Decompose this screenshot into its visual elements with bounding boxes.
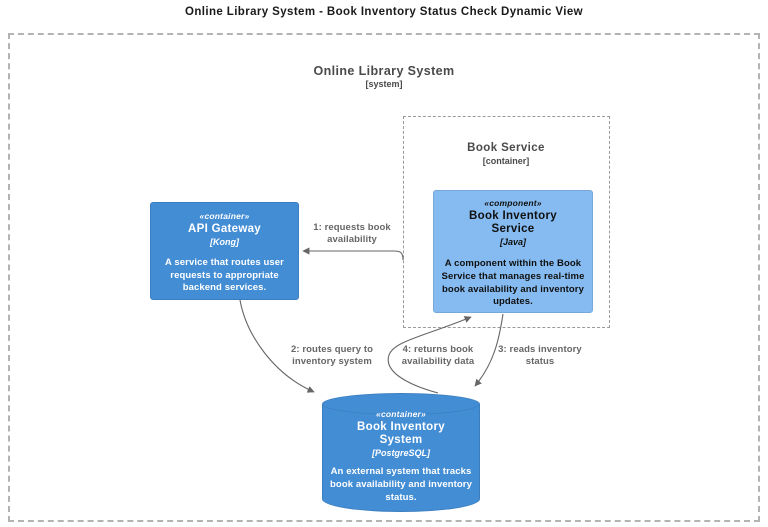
relationship-2-label: 2: routes query to inventory system	[290, 344, 374, 368]
book-inventory-service-name: Book Inventory Service	[469, 210, 557, 236]
api-gateway-technology: [Kong]	[210, 237, 239, 248]
book-inventory-system-content: «container» Book Inventory System [Postg…	[322, 409, 480, 504]
diagram-title: Online Library System - Book Inventory S…	[185, 6, 583, 18]
book-inventory-service-description: A component within the Book Service that…	[441, 258, 585, 308]
api-gateway-node: «container» API Gateway [Kong] A service…	[150, 202, 299, 300]
system-boundary-name: Online Library System	[313, 64, 455, 78]
api-gateway-name: API Gateway	[188, 223, 261, 235]
book-inventory-system-cylinder: «container» Book Inventory System [Postg…	[322, 393, 480, 512]
relationship-1-label: 1: requests book availability	[313, 222, 391, 246]
book-inventory-system-stereotype: «container»	[376, 409, 426, 419]
book-inventory-system-technology: [PostgreSQL]	[371, 448, 430, 459]
book-service-boundary	[403, 116, 610, 328]
relationship-3-label: 3: reads inventory status	[498, 344, 582, 368]
book-inventory-system-description: An external system that tracks book avai…	[330, 466, 472, 503]
book-inventory-service-stereotype: «component»	[484, 198, 542, 208]
system-boundary-label: Online Library System [system]	[284, 64, 484, 90]
book-service-boundary-name: Book Service	[467, 142, 545, 154]
system-boundary-type: [system]	[365, 79, 403, 89]
book-inventory-system-name: Book Inventory System	[357, 421, 445, 447]
api-gateway-stereotype: «container»	[199, 211, 250, 221]
book-service-boundary-label: Book Service [container]	[406, 142, 606, 167]
system-boundary	[8, 33, 760, 522]
relationship-4-label: 4: returns book availability data	[401, 344, 475, 368]
book-service-boundary-type: [container]	[482, 155, 530, 166]
book-inventory-service-technology: [Java]	[499, 237, 526, 248]
api-gateway-description: A service that routes user requests to a…	[165, 257, 284, 294]
cylinder-body	[322, 404, 480, 512]
book-inventory-service-node: «component» Book Inventory Service [Java…	[433, 190, 593, 313]
